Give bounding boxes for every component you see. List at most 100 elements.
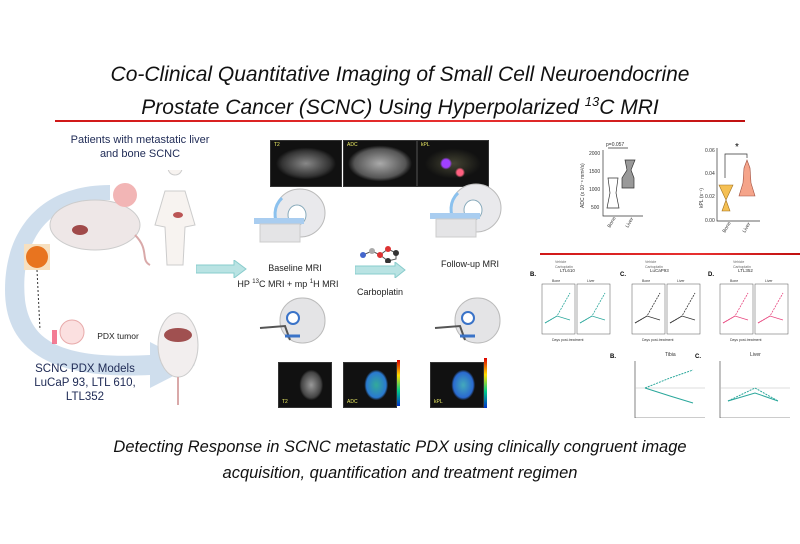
facet-frame <box>666 283 701 335</box>
human-body-icon <box>154 170 196 266</box>
tick: 0.04 <box>705 171 715 177</box>
divider-top <box>55 120 745 122</box>
axis <box>634 361 705 418</box>
image-label: T2 <box>274 142 280 148</box>
facet-frame <box>631 283 666 335</box>
patient-adc-image: ADC <box>343 140 417 187</box>
patients-label: Patients with metastatic liver and bone … <box>40 133 240 161</box>
mouse-adc-image: ADC <box>343 362 397 408</box>
followup-mri-scanner-icon <box>430 183 502 238</box>
image-label: ADC <box>347 399 358 405</box>
image-label: T2 <box>282 399 288 405</box>
patients-line-1: Patients with metastatic liver <box>70 134 210 146</box>
tick: 0.06 <box>705 148 715 154</box>
title-text-end: C MRI <box>599 96 659 119</box>
x-tick: Bone <box>722 221 733 233</box>
x-axis-label: Days post-treatment <box>552 338 584 342</box>
carboplatin-line <box>644 387 694 404</box>
p-value-annotation: p=0.057 <box>606 142 624 148</box>
legend-entry: Vehicle <box>733 260 744 264</box>
panel-letter: D. <box>708 272 714 278</box>
panel-title: LTL610 <box>560 268 575 273</box>
tick: 1000 <box>589 187 600 193</box>
facet-frame <box>719 283 754 335</box>
sup: 1 <box>309 279 314 285</box>
x-tick: Liver <box>742 221 753 233</box>
x-axis-label: Days post-treatment <box>730 338 762 342</box>
rat-icon <box>49 199 141 251</box>
pdx-workflow-illustration <box>5 170 199 405</box>
models-line-3: LTL352 <box>65 391 105 403</box>
kpl-colorbar <box>484 358 487 408</box>
models-line-2: LuCaP 93, LTL 610, <box>34 377 136 389</box>
clinical-mri-scanner-icon <box>254 188 326 243</box>
facet-label: Bone <box>730 279 738 283</box>
title-line-1: Co-Clinical Quantitative Imaging of Smal… <box>110 63 690 86</box>
vehicle-line <box>727 387 779 402</box>
patients-line-2: and bone SCNC <box>99 148 181 160</box>
panel-letter: C. <box>695 354 701 360</box>
patient-t2-image: T2 <box>270 140 342 187</box>
legend-entry: Carboplatin <box>555 265 573 269</box>
pdx-models-label: SCNC PDX Models LuCaP 93, LTL 610, LTL35… <box>10 362 160 404</box>
sup: 13 <box>252 279 259 285</box>
patient-kpl-image: kPL <box>417 140 489 187</box>
facet-label: Liver <box>587 279 595 283</box>
footer-line-1: Detecting Response in SCNC metastatic PD… <box>113 438 687 456</box>
carboplatin-label: Carboplatin <box>356 287 404 297</box>
facet-label: Bone <box>642 279 650 283</box>
carboplatin-line <box>722 315 749 324</box>
carboplatin-line <box>634 315 661 324</box>
violin-bone <box>718 184 734 212</box>
legend-entry: Carboplatin <box>645 265 663 269</box>
divider-right <box>540 253 800 255</box>
violin-liver <box>621 159 636 189</box>
image-label: kPL <box>421 142 430 148</box>
mouse-with-tumor-icon <box>157 312 199 378</box>
image-label: ADC <box>347 142 358 148</box>
arrow-to-mri <box>196 260 247 278</box>
facet-frame <box>576 283 611 335</box>
x-tick: Liver <box>625 216 636 228</box>
carboplatin-line <box>727 392 779 402</box>
panel-letter: C. <box>620 272 626 278</box>
carboplatin-line <box>579 315 606 324</box>
tick: 2000 <box>589 151 600 157</box>
y-axis-label: ADC (x 10⁻⁶ mm²/s) <box>580 163 586 208</box>
footer-line-2: acquisition, quantification and treatmen… <box>222 464 578 482</box>
tick: 0.00 <box>705 218 715 224</box>
x-tick: Bone <box>607 216 618 228</box>
preclinical-followup-scanner-icon <box>434 297 501 344</box>
violin-bone <box>606 177 620 209</box>
carboplatin-line <box>669 315 696 324</box>
legend-entry: Vehicle <box>645 260 656 264</box>
adc-colorbar <box>397 360 400 406</box>
tumor-cell-icon <box>113 183 137 207</box>
carboplatin-molecule-icon <box>360 246 399 263</box>
vehicle-line <box>644 369 694 389</box>
mouse-kpl-image: kPL <box>430 362 484 408</box>
legend-entry: Vehicle <box>555 260 566 264</box>
carboplatin-line <box>544 315 571 324</box>
tick: 500 <box>591 205 600 211</box>
text: C MRI + mp <box>258 279 310 289</box>
title-line-2: Prostate Cancer (SCNC) Using Hyperpolari… <box>0 88 800 121</box>
facet-frame <box>754 283 789 335</box>
baseline-mri-sublabel: HP 13C MRI + mp 1H MRI <box>228 276 348 290</box>
mouse-t2-image: T2 <box>278 362 332 408</box>
cell-culture-icon <box>59 319 85 345</box>
image-label: kPL <box>434 399 443 405</box>
pdx-tumor-label: PDX tumor <box>97 331 139 341</box>
facet-frame <box>541 283 576 335</box>
followup-mri-label: Follow-up MRI <box>440 259 499 269</box>
adc-violin-chart: p=0.057 ADC (x 10⁻⁶ mm²/s) 2000 1500 100… <box>580 142 643 228</box>
panel-title: LuCaP93 <box>650 268 669 273</box>
text: H MRI <box>313 279 339 289</box>
facet-label: Liver <box>677 279 685 283</box>
facet-label: Bone <box>552 279 560 283</box>
panel-letter: B. <box>530 272 536 278</box>
legend-entry: Carboplatin <box>733 265 751 269</box>
panel-title: LTL352 <box>738 268 753 273</box>
title-text: Prostate Cancer (SCNC) Using Hyperpolari… <box>141 96 585 119</box>
